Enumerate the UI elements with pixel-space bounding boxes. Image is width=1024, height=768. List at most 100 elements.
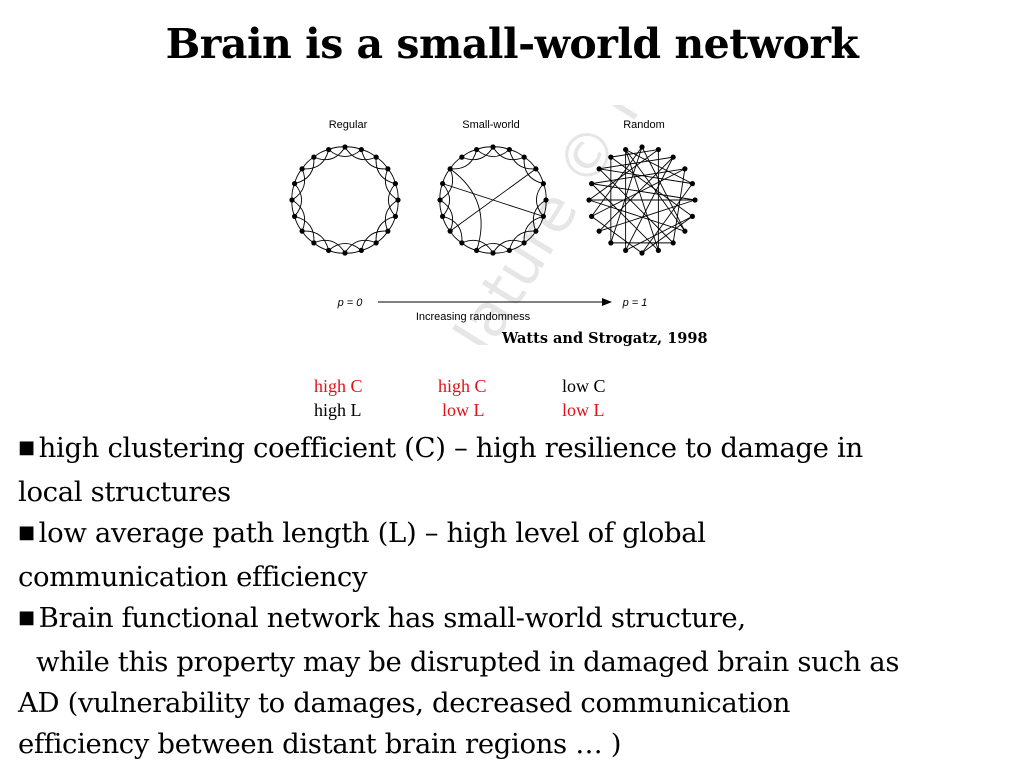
network-edge	[439, 199, 454, 232]
network-node	[447, 166, 453, 172]
network-node	[311, 240, 317, 246]
network-edge	[442, 183, 544, 217]
bullet-continuation: local structures	[18, 476, 231, 508]
network-node	[533, 228, 539, 234]
network-node	[385, 166, 391, 172]
network-node	[588, 213, 595, 219]
metric-random-c: low C	[562, 376, 606, 396]
network-edge	[672, 168, 686, 243]
network-edge	[492, 146, 525, 161]
network-edge	[599, 168, 693, 185]
p-one-label: p = 1	[622, 297, 648, 309]
bullet-text: low average path length (L) – high level…	[38, 517, 706, 549]
network-node	[689, 213, 696, 219]
network-node	[521, 240, 527, 246]
network-node	[670, 240, 676, 246]
network-edge	[375, 215, 396, 243]
network-edge	[476, 149, 510, 158]
network-edge	[328, 242, 362, 251]
watermark: Nature © Ma	[425, 105, 691, 345]
small-world-network	[437, 144, 549, 256]
network-node	[392, 213, 399, 219]
panel-label-regular: Regular	[329, 119, 368, 131]
network-node	[586, 197, 592, 203]
network-edge	[375, 157, 396, 185]
network-node	[490, 250, 496, 256]
network-edge	[384, 168, 399, 201]
bullet-icon: ■	[18, 522, 35, 543]
network-node	[459, 240, 465, 246]
network-edge	[598, 156, 674, 232]
axis-label: Increasing randomness	[416, 311, 531, 323]
random-network	[586, 144, 698, 256]
network-node	[682, 228, 688, 234]
regular-network	[289, 144, 401, 256]
bullet-continuation: efficiency between distant brain regions…	[18, 728, 622, 760]
network-edge	[508, 149, 536, 170]
bullet-continuation: AD (vulnerability to damages, decreased …	[18, 687, 791, 719]
network-node	[373, 240, 379, 246]
network-edge	[591, 146, 643, 217]
bullet-item: ■Brain functional network has small-worl…	[18, 598, 1008, 642]
network-edge	[591, 183, 696, 201]
network-node	[506, 247, 512, 254]
network-node	[682, 166, 688, 172]
network-node	[291, 181, 298, 187]
metric-regular-l: high L	[314, 400, 362, 420]
network-node	[670, 154, 676, 160]
network-edge	[294, 183, 303, 217]
network-edge	[384, 199, 399, 232]
network-edge	[294, 215, 315, 243]
bullet-text: Brain functional network has small-world…	[38, 602, 746, 634]
network-node	[506, 146, 512, 153]
network-edge	[523, 215, 544, 243]
network-node	[342, 250, 348, 256]
network-edge	[591, 183, 659, 251]
network-edge	[610, 149, 659, 158]
network-edge	[598, 168, 674, 244]
metric-regular-c: high C	[314, 376, 363, 396]
network-node	[392, 181, 399, 187]
metric-small-world-c: high C	[438, 376, 487, 396]
network-edge	[387, 183, 396, 217]
arrowhead-icon	[602, 298, 612, 306]
figure-credit: Watts and Strogatz, 1998	[502, 330, 708, 347]
network-node	[543, 197, 549, 203]
network-edge	[591, 216, 643, 254]
network-node	[291, 213, 298, 219]
network-node	[474, 247, 480, 254]
network-node	[358, 146, 364, 153]
network-edge	[535, 183, 544, 217]
network-edge	[442, 183, 451, 217]
bullet-text: high clustering coefficient (C) – high r…	[38, 432, 863, 464]
small-world-figure: Nature © Ma Regular Small-world Random p…	[270, 105, 740, 345]
network-node	[326, 146, 332, 153]
network-edge	[360, 149, 388, 170]
network-edge	[291, 168, 306, 201]
network-diagram: Nature © Ma Regular Small-world Random p…	[289, 105, 698, 345]
network-node	[439, 181, 446, 187]
network-node	[395, 197, 401, 203]
network-edge	[625, 156, 674, 251]
network-node	[474, 146, 480, 153]
network-node	[639, 250, 645, 256]
network-edge	[360, 230, 388, 251]
bullet-item: ■low average path length (L) – high leve…	[18, 513, 1008, 557]
network-node	[608, 154, 614, 160]
network-node	[447, 228, 453, 234]
network-edge	[344, 239, 377, 254]
network-edge	[492, 239, 525, 254]
network-node	[540, 213, 547, 219]
network-node	[373, 154, 379, 160]
network-edge	[449, 168, 482, 251]
network-edge	[625, 215, 693, 251]
bullet-continuation: while this property may be disrupted in …	[36, 646, 900, 678]
network-node	[533, 166, 539, 172]
network-node	[299, 228, 305, 234]
network-edge	[599, 156, 674, 170]
network-node	[689, 181, 696, 187]
network-edge	[313, 239, 346, 254]
network-node	[608, 240, 614, 246]
panel-label-small-world: Small-world	[462, 119, 519, 131]
network-edge	[641, 183, 693, 254]
